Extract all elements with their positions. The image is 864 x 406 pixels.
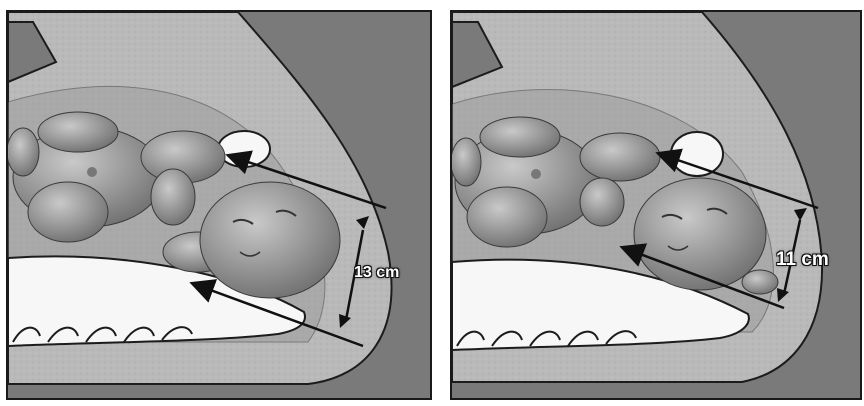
left-panel-diagram: 13 cm (6, 10, 432, 400)
measurement-label-left: 13 cm (354, 264, 399, 282)
left-panel-svg (8, 12, 432, 400)
measurement-label-right: 11 cm (776, 249, 829, 271)
right-panel-diagram: 11 cm (450, 10, 862, 400)
cervical-opening (671, 132, 723, 176)
right-panel-svg (452, 12, 862, 400)
